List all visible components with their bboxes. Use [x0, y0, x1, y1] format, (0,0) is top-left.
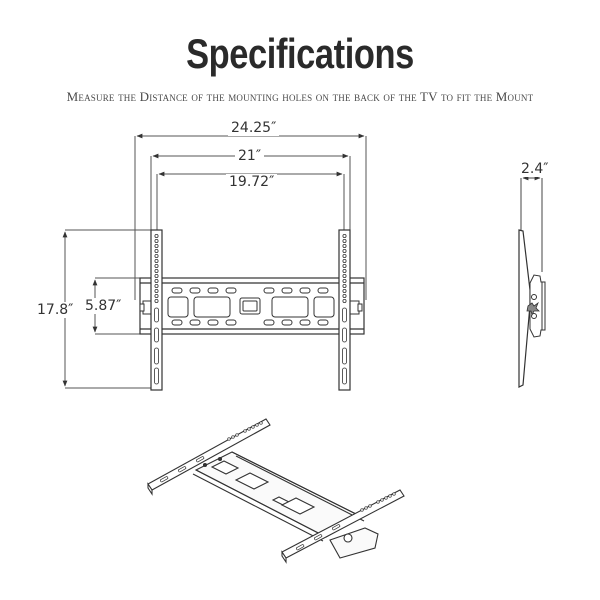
page-title: Specifications: [186, 30, 414, 77]
left-rail: [150, 229, 163, 391]
page-subtitle: Measure the Distance of the mounting hol…: [66, 89, 534, 104]
dimension-label-max-vesa-width: 21″: [235, 148, 265, 164]
side-view-drawing: [518, 175, 546, 388]
dimension-max-vesa-width: [150, 153, 351, 232]
dimension-overall-width: [134, 133, 367, 300]
dimension-label-depth: 2.4″: [518, 161, 552, 177]
dimension-label-overall-width: 24.25″: [228, 120, 280, 136]
dimension-label-plate-height: 5.87″: [82, 298, 125, 314]
right-rail: [338, 229, 351, 391]
wall-plate: [139, 277, 365, 335]
dimension-label-inner-width: 19.72″: [226, 174, 278, 190]
perspective-view-drawing: [147, 418, 405, 564]
dimension-label-rail-height: 17.8″: [34, 302, 77, 318]
